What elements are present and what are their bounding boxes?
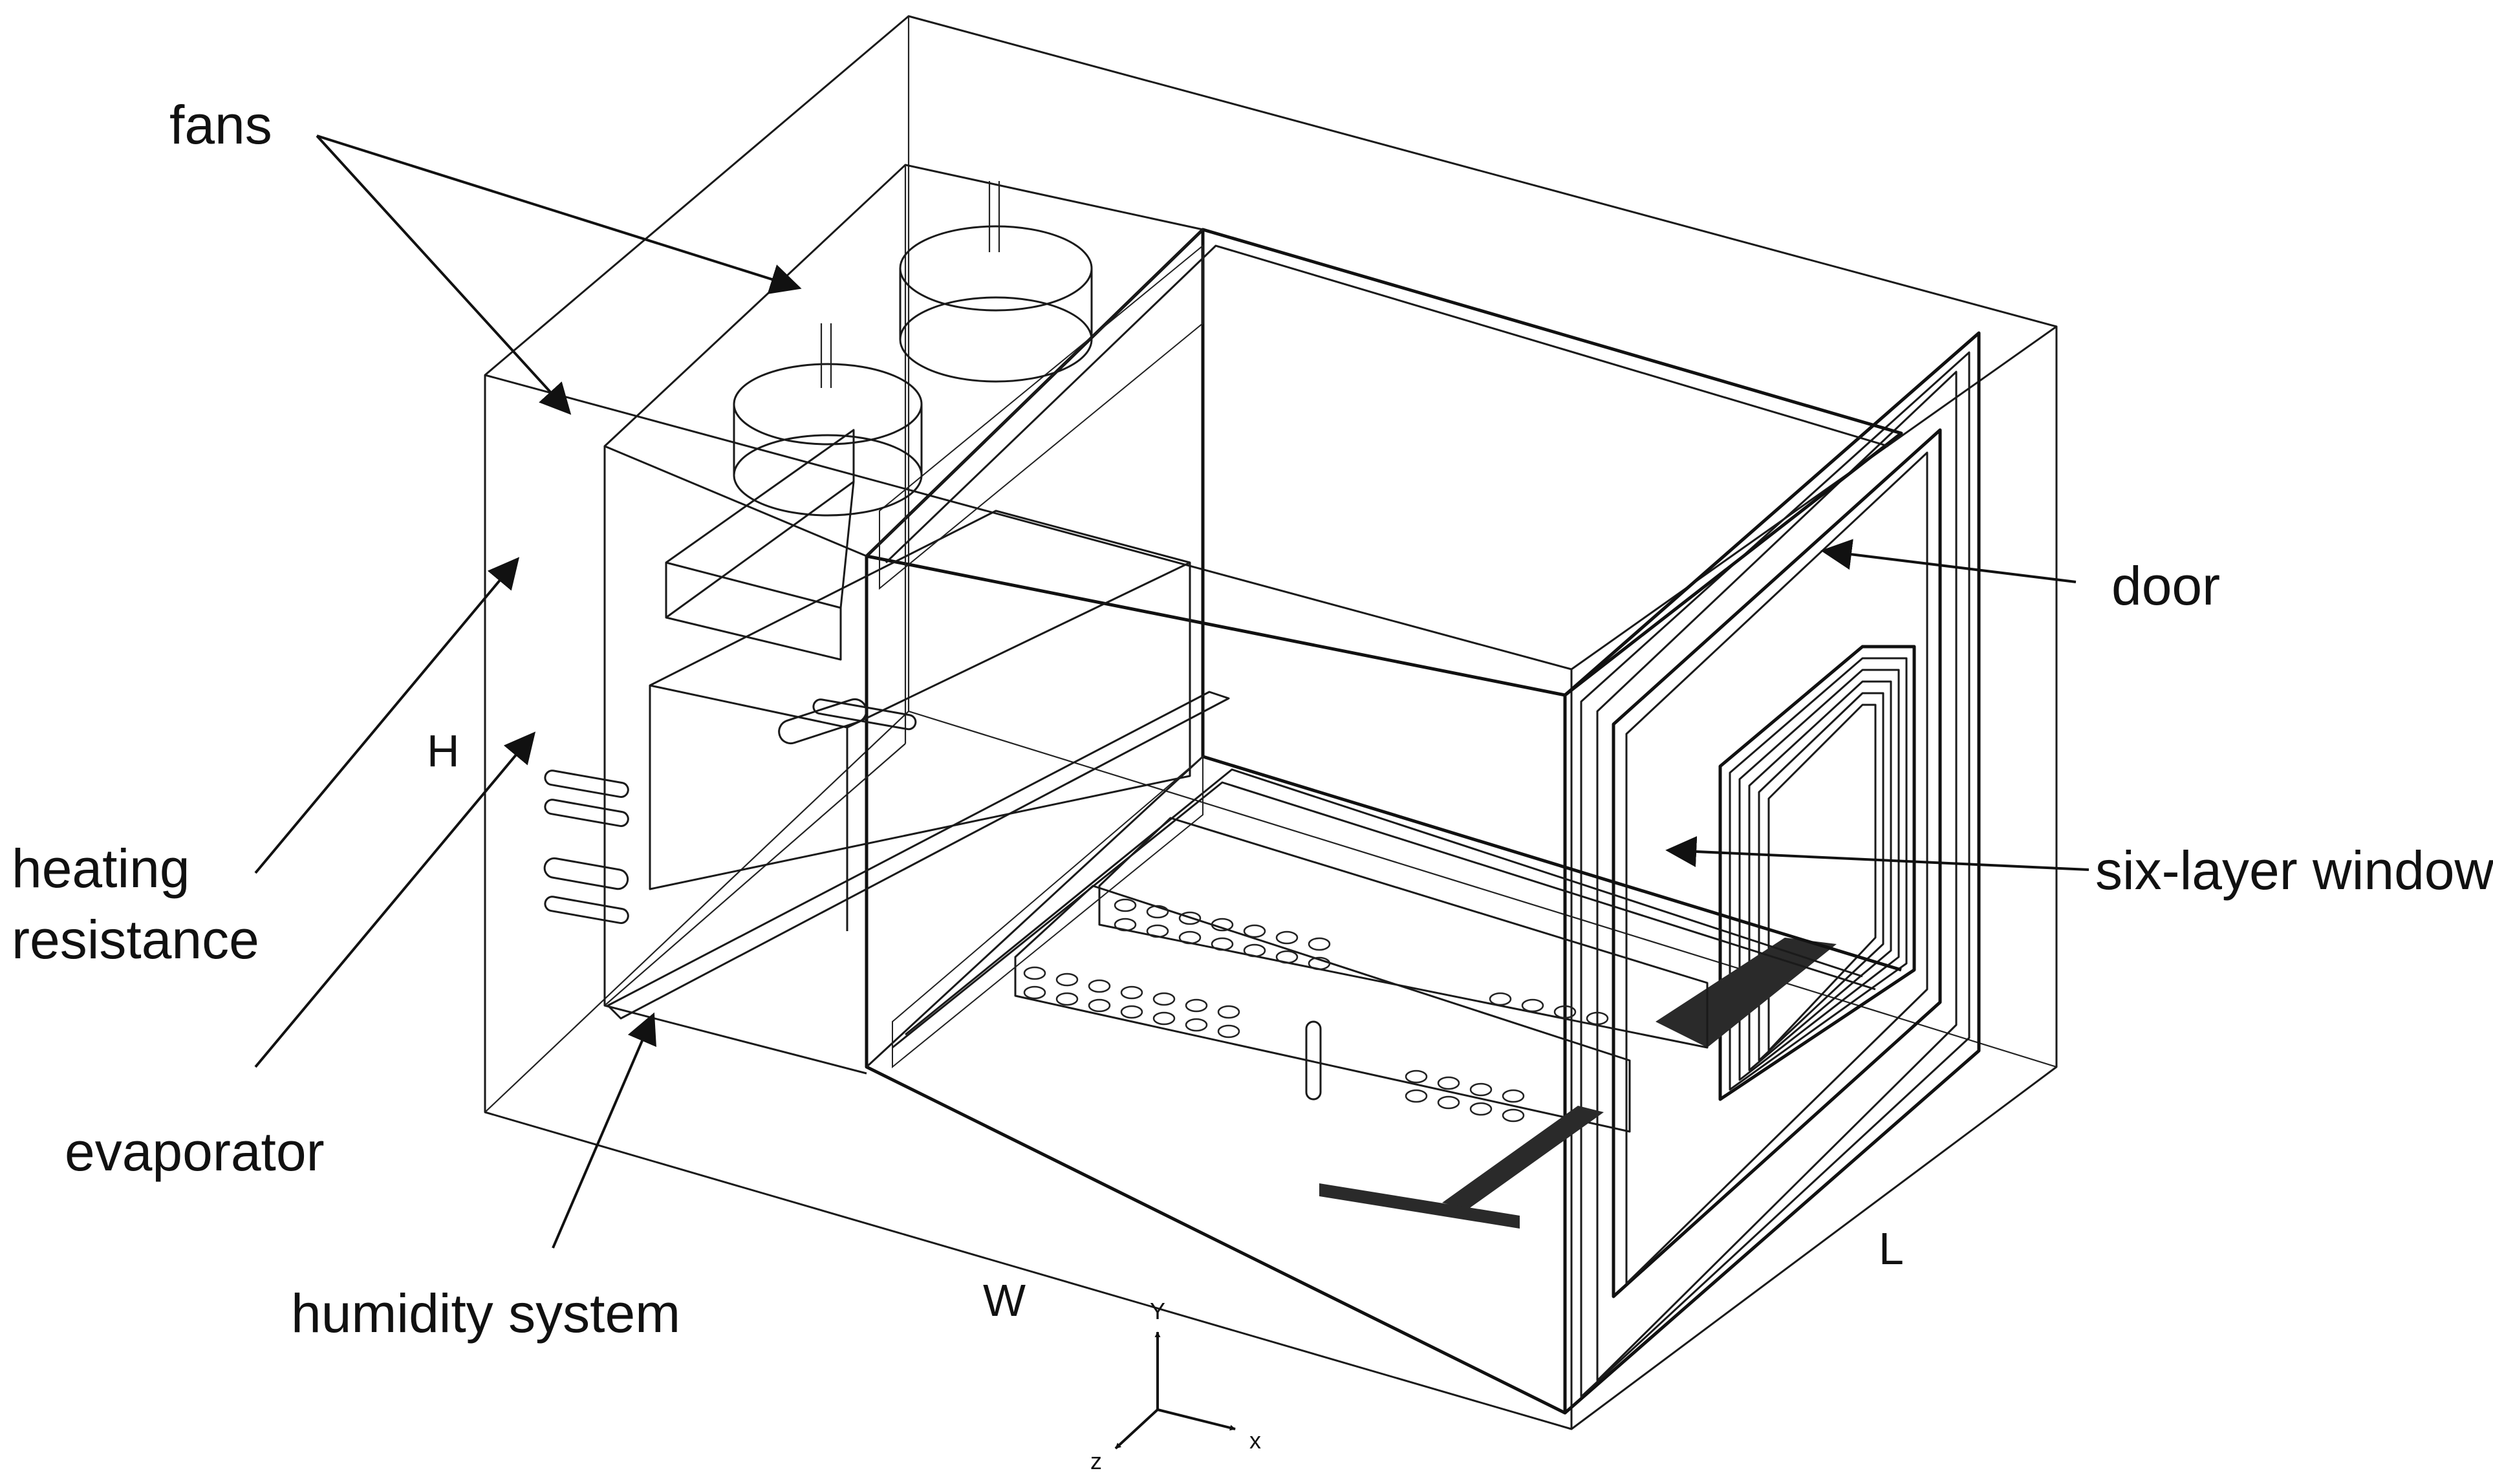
heating-resistance-block <box>665 429 855 661</box>
pipes <box>543 698 1322 1101</box>
inner-chamber <box>865 228 1903 1415</box>
hatched-wall-strips <box>879 244 1203 1069</box>
humidity-system-plate <box>607 691 1230 1020</box>
axis-y-label: Y <box>1150 1298 1165 1324</box>
axis-triad: Y x z <box>1090 1298 1261 1474</box>
label-evaporator: evaporator <box>65 1121 325 1182</box>
leader-lines <box>254 134 2089 1249</box>
evaporator-block <box>649 510 1191 931</box>
shelf-panels <box>1014 817 1709 1229</box>
technical-compartment <box>603 164 1204 1075</box>
label-humidity-system: humidity system <box>291 1283 680 1344</box>
dimension-width-label: W <box>983 1275 1026 1326</box>
label-heating-line1: heating <box>12 838 190 899</box>
label-six-layer-window: six-layer window <box>2095 840 2493 901</box>
dimension-height-label: H <box>427 726 460 776</box>
label-fans: fans <box>169 94 272 155</box>
outer-domain-box <box>484 15 2058 1430</box>
label-heating-line2: resistance <box>12 909 259 970</box>
fan-lower <box>733 323 923 517</box>
label-door: door <box>2111 555 2220 616</box>
dimension-length-label: L <box>1879 1223 1904 1274</box>
axis-z-label: z <box>1090 1448 1102 1474</box>
fan-upper <box>899 181 1093 383</box>
door-frame <box>1563 331 1981 1415</box>
six-layer-window <box>1656 645 1916 1101</box>
axis-x-label: x <box>1249 1427 1261 1454</box>
